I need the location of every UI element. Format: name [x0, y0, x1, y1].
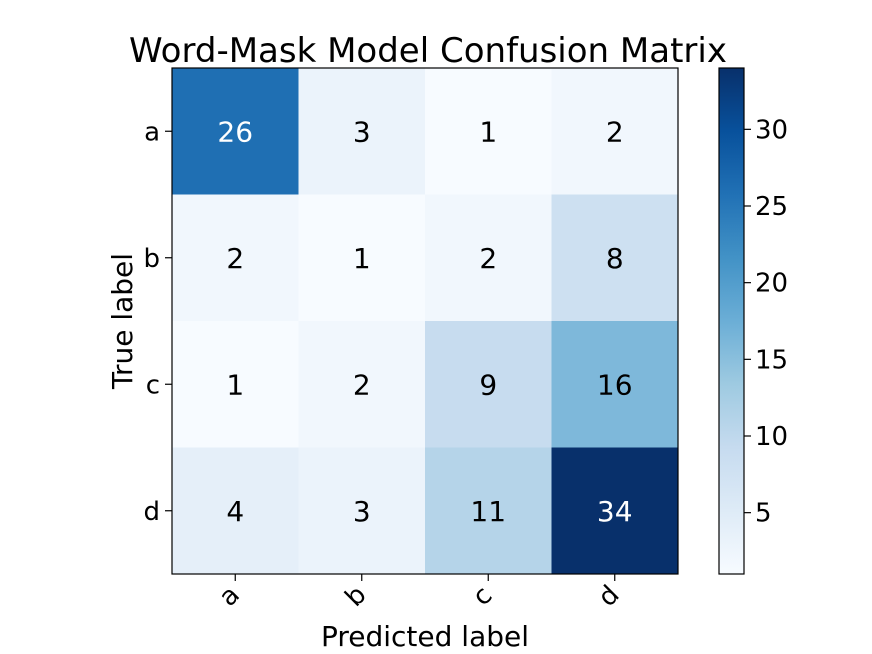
heatmap-cell	[425, 194, 552, 322]
cell-value-label: 1	[479, 115, 497, 148]
y-tick-label: b	[143, 244, 160, 274]
y-axis-ticks: a b c d	[143, 117, 172, 527]
colorbar-tick-label: 25	[755, 192, 788, 222]
cell-value-label: 2	[226, 242, 244, 275]
heatmap-cell	[425, 447, 552, 575]
cell-value-label: 2	[606, 115, 624, 148]
cell-value-label: 2	[479, 242, 497, 275]
heatmap-cell-labels: 26 3 1 2 2 1 2 8 1 2 9 16 4 3 11 34	[217, 115, 632, 528]
colorbar-tick-label: 10	[755, 422, 788, 452]
colorbar	[718, 67, 745, 575]
heatmap-cell	[425, 68, 552, 195]
heatmap-cell	[551, 321, 679, 448]
x-axis-label: Predicted label	[321, 620, 529, 653]
heatmap-cell	[298, 447, 426, 575]
heatmap-cell	[551, 194, 679, 322]
colorbar-tick-label: 5	[755, 499, 772, 529]
colorbar-tick-label: 20	[755, 269, 788, 299]
heatmap-cell	[172, 194, 299, 322]
y-axis-label: True label	[106, 253, 139, 390]
cell-value-label: 1	[226, 368, 244, 401]
x-tick-label: c	[467, 581, 498, 612]
heatmap-cells	[172, 68, 679, 575]
cell-value-label: 9	[479, 368, 497, 401]
cell-value-label: 1	[353, 242, 371, 275]
cell-value-label: 8	[606, 242, 624, 275]
y-tick-label: c	[146, 370, 160, 400]
heatmap-cell	[172, 447, 299, 575]
colorbar-tick-label: 15	[755, 345, 788, 375]
heatmap-cell	[298, 68, 426, 195]
heatmap-cell	[172, 68, 299, 195]
colorbar-tick-label: 30	[755, 115, 788, 145]
heatmap-cell	[425, 321, 552, 448]
cell-value-label: 26	[217, 115, 253, 148]
chart-title: Word-Mask Model Confusion Matrix	[129, 31, 727, 71]
cell-value-label: 3	[353, 495, 371, 528]
cell-value-label: 2	[353, 368, 371, 401]
colorbar-ticks: 5 10 15 20 25 30	[744, 115, 788, 529]
y-tick-label: d	[143, 497, 160, 527]
heatmap-cell	[551, 447, 679, 575]
x-tick-label: d	[593, 580, 626, 613]
heatmap-cell	[172, 321, 299, 448]
heatmap-cell	[298, 194, 426, 322]
y-tick-label: a	[144, 117, 160, 147]
heatmap-cell	[298, 321, 426, 448]
x-axis-ticks: a b c d	[213, 574, 626, 613]
cell-value-label: 16	[597, 368, 633, 401]
plot-frame	[171, 67, 679, 575]
cell-value-label: 11	[470, 495, 506, 528]
cell-value-label: 34	[597, 495, 633, 528]
x-tick-label: a	[213, 580, 245, 612]
cell-value-label: 4	[226, 495, 244, 528]
heatmap-cell	[551, 68, 679, 195]
x-tick-label: b	[340, 580, 373, 613]
cell-value-label: 3	[353, 115, 371, 148]
